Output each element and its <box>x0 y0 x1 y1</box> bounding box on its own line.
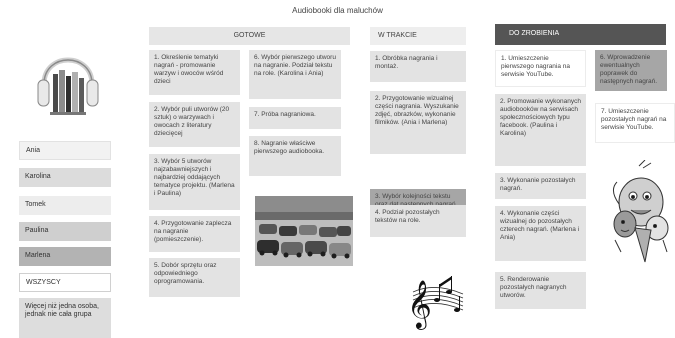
card-gotowe-7[interactable]: 7. Próba nagraniowa. <box>249 107 341 129</box>
card-w-trakcie-1[interactable]: 1. Obróbka nagrania i montaż. <box>370 51 466 82</box>
column-header-w-trakcie: W TRAKCIE <box>370 27 466 45</box>
legend-tomek: Tomek <box>19 196 111 215</box>
card-do-zrobienia-6[interactable]: 6. Wprowadzenie ewentualnych poprawek do… <box>595 50 667 91</box>
legend-ania: Ania <box>19 141 111 160</box>
card-do-zrobienia-7[interactable]: 7. Umieszczenie pozostałych nagrań na se… <box>595 103 675 143</box>
card-gotowe-3[interactable]: 3. Wybór 5 utworów najzabawniejszych i n… <box>149 154 240 210</box>
legend-paulina: Paulina <box>19 222 111 241</box>
cartoon-vegetables-icon <box>611 159 673 264</box>
card-gotowe-8[interactable]: 8. Nagranie właściwe pierwszego audioboo… <box>249 136 341 176</box>
card-do-zrobienia-1[interactable]: 1. Umieszczenie pierwszego nagrania na s… <box>495 50 586 87</box>
legend-marlena: Marlena <box>19 247 111 266</box>
page-title: Audiobooki dla maluchów <box>292 6 383 15</box>
column-header-do-zrobienia: DO ZROBIENIA <box>495 24 666 45</box>
card-gotowe-1[interactable]: 1. Określenie tematyki nagrań - promowan… <box>149 50 240 95</box>
card-do-zrobienia-5[interactable]: 5. Renderowanie pozostałych nagranych ut… <box>495 272 586 309</box>
parking-lot-cars-photo <box>255 196 353 266</box>
card-w-trakcie-4[interactable]: 4. Podział pozostałych tekstów na role. <box>370 205 466 237</box>
card-do-zrobienia-4[interactable]: 4. Wykonanie części wizualnej do pozosta… <box>495 206 586 261</box>
card-do-zrobienia-2[interactable]: 2. Promowanie wykonanych audiobooków na … <box>495 94 586 166</box>
legend-karolina: Karolina <box>19 168 111 187</box>
headphones-books-icon <box>36 40 100 122</box>
legend-wszyscy: WSZYSCY <box>19 273 111 292</box>
svg-text:𝄞: 𝄞 <box>407 279 432 330</box>
card-w-trakcie-2[interactable]: 2. Przygotowanie wizualnej części nagran… <box>370 91 466 154</box>
column-header-gotowe: GOTOWE <box>149 27 350 45</box>
card-gotowe-5[interactable]: 5. Dobór sprzętu oraz odpowiedniego opro… <box>149 258 240 297</box>
card-do-zrobienia-3[interactable]: 3. Wykonanie pozostałych nagrań. <box>495 173 586 199</box>
treble-clef-notes-icon: 𝄞 <box>403 270 468 330</box>
card-gotowe-6[interactable]: 6. Wybór pierwszego utworu na nagranie. … <box>249 50 341 99</box>
legend-wiecej: Więcej niż jedna osoba, jednak nie cała … <box>19 298 111 338</box>
card-gotowe-4[interactable]: 4. Przygotowanie zaplecza na nagranie (p… <box>149 216 240 252</box>
card-gotowe-2[interactable]: 2. Wybór puli utworów (20 sztuk) o warzy… <box>149 102 240 147</box>
